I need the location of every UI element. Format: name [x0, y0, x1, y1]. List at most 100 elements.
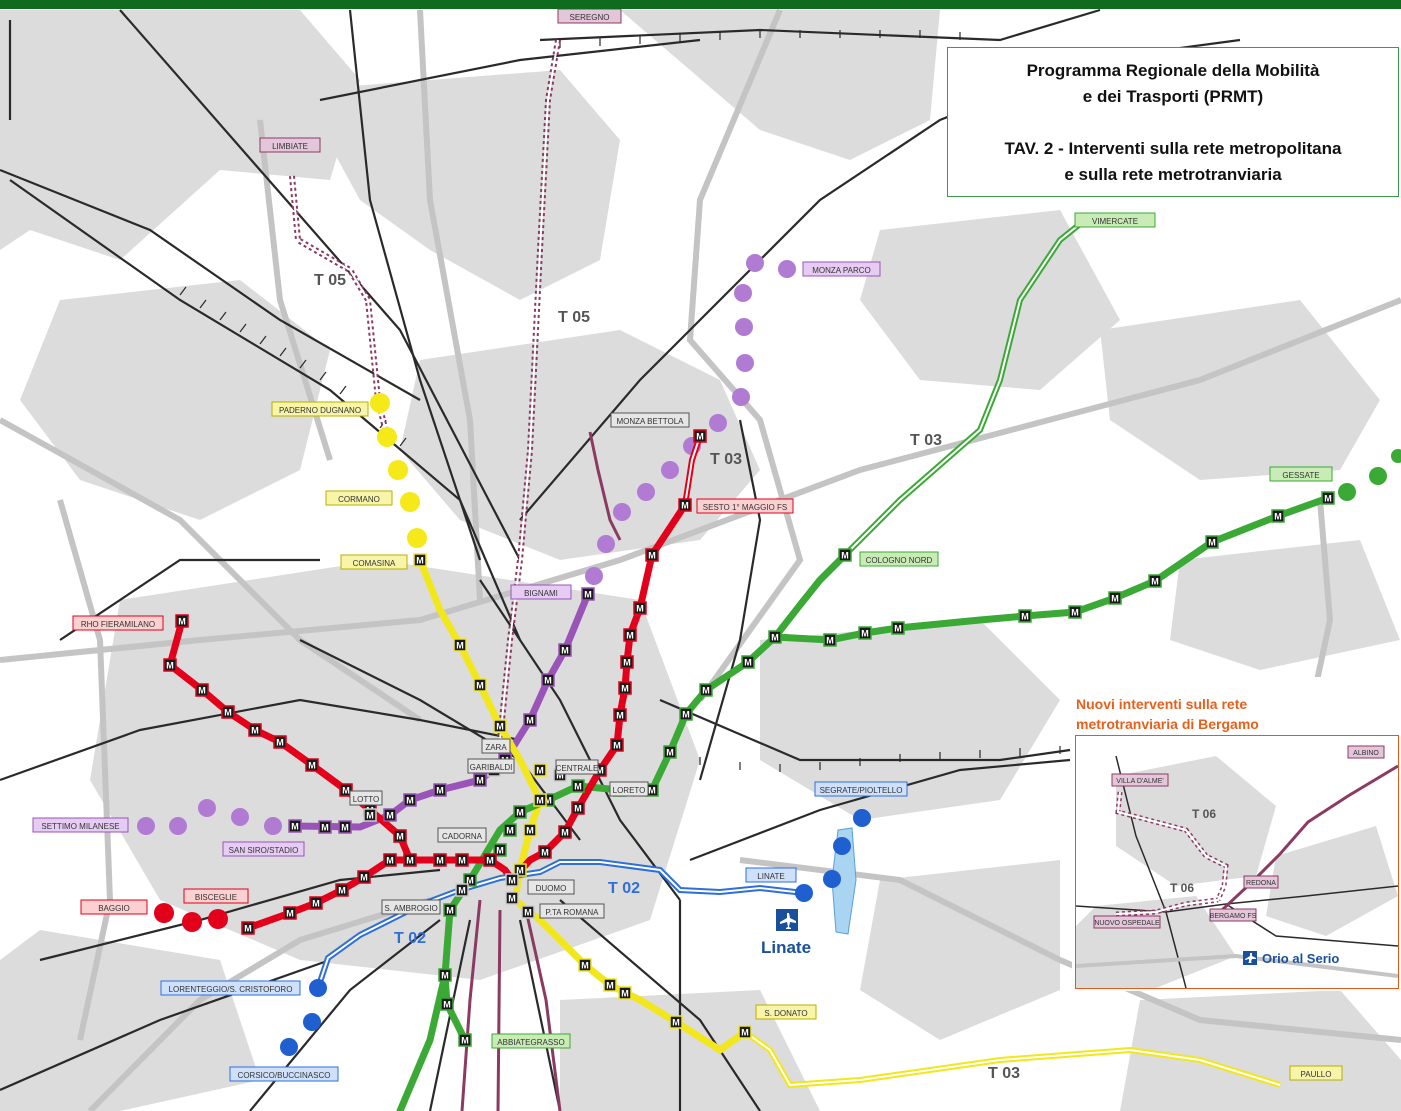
line-m1-planned: [154, 903, 228, 932]
metro-marker-m2-21: [503, 823, 517, 837]
metro-marker-m3-9: [603, 978, 617, 992]
metro-marker-symbol-m1-12: M: [458, 856, 466, 866]
metro-marker-m1-21: [645, 548, 659, 562]
metro-marker-symbol-m1-9: M: [396, 832, 404, 842]
metro-marker-symbol-m1-2: M: [198, 686, 206, 696]
metro-marker-symbol-m5-10: M: [321, 823, 329, 833]
metro-marker-hub-0: [505, 873, 519, 887]
label-loreto-text: LORETO: [613, 786, 646, 795]
metro-marker-symbol-m2-21: M: [506, 826, 514, 836]
metro-marker-symbol-m2-16: M: [841, 551, 849, 561]
metro-marker-symbol-m2-10: M: [771, 633, 779, 643]
metro-marker-symbol-hub-2: M: [458, 886, 466, 896]
metro-marker-symbol-m2-24: M: [446, 906, 454, 916]
metro-marker-m2-1: [1271, 509, 1285, 523]
metro-marker-symbol-m1-32: M: [696, 432, 704, 442]
label-cadorna: CADORNA: [437, 827, 487, 843]
label-rta-romana-text: P.TA ROMANA: [545, 908, 599, 917]
metro-marker-symbol-m2-23: M: [466, 876, 474, 886]
line-label-t05-b: T 05: [558, 309, 590, 326]
line-label-t02-a: T 02: [608, 880, 640, 897]
metro-marker-symbol-m2-5: M: [1071, 608, 1079, 618]
metro-marker-symbol-m5-5: M: [476, 776, 484, 786]
metro-marker-m1-25: [618, 681, 632, 695]
metro-marker-symbol-m1-16: M: [312, 899, 320, 909]
metro-marker-symbol-m1-15: M: [286, 909, 294, 919]
metro-marker-symbol-m1-17: M: [338, 886, 346, 896]
label-san-siro-text: SAN SIRO/STADIO: [229, 846, 299, 855]
metro-marker-m5-6: [433, 783, 447, 797]
metro-marker-m1-19: [383, 853, 397, 867]
metro-marker-symbol-hub-1: M: [508, 894, 516, 904]
label-vimercate: VIMERCATE: [1074, 212, 1156, 228]
metro-marker-symbol-m2-27: M: [461, 1036, 469, 1046]
metro-marker-symbol-m1-22: M: [636, 604, 644, 614]
label-cormano: CORMANO: [325, 490, 393, 506]
metro-marker-m1-24: [620, 655, 634, 669]
metro-marker-symbol-m2-18: M: [574, 782, 582, 792]
line-m3-planned: [370, 393, 427, 548]
metro-marker-hub-1: [505, 891, 519, 905]
label-comasina-text: COMASINA: [353, 559, 396, 568]
title-line-3: TAV. 2 - Interventi sulla rete metropoli…: [1004, 139, 1342, 158]
label-comasina: COMASINA: [340, 554, 408, 570]
label-garibaldi: GARIBALDI: [467, 758, 515, 774]
metro-marker-m3-4: [533, 763, 547, 777]
label-linate-stop-text: LINATE: [757, 872, 784, 881]
inset-title-line-1: Nuovi interventi sulla rete: [1076, 696, 1248, 712]
metro-marker-symbol-m5-3: M: [526, 716, 534, 726]
metro-marker-symbol-m1-5: M: [276, 738, 284, 748]
label-sesto: SESTO 1° MAGGIO FS: [696, 498, 794, 514]
inset-label-t06-b: T 06: [1170, 881, 1194, 895]
metro-marker-m3-12: [738, 1025, 752, 1039]
metro-marker-symbol-m5-0: M: [584, 590, 592, 600]
metro-marker-m1-9: [393, 829, 407, 843]
metro-marker-symbol-m1-21: M: [648, 551, 656, 561]
metro-marker-symbol-m1-14: M: [244, 924, 252, 934]
metro-marker-m3-2: [473, 678, 487, 692]
label-seregno: SEREGNO: [557, 8, 622, 24]
metro-marker-symbol-m2-6: M: [1021, 612, 1029, 622]
metro-marker-symbol-m2-8: M: [861, 629, 869, 639]
label-san-siro: SAN SIRO/STADIO: [222, 841, 305, 857]
metro-marker-symbol-m2-2: M: [1208, 538, 1216, 548]
metro-marker-symbol-m1-11: M: [436, 856, 444, 866]
metro-marker-m2-6: [1018, 609, 1032, 623]
metro-marker-m1-2: [195, 683, 209, 697]
inset-label-bergamo-fs: BERGAMO FS: [1210, 913, 1257, 920]
metro-marker-symbol-m1-25: M: [621, 684, 629, 694]
inset-label-albino: ALBINO: [1353, 750, 1379, 757]
label-linate-stop: LINATE: [745, 867, 797, 883]
metro-marker-m2-13: [679, 707, 693, 721]
metro-marker-symbol-m1-29: M: [574, 804, 582, 814]
label-limbiate-text: LIMBIATE: [272, 142, 308, 151]
metro-marker-m2-5: [1068, 605, 1082, 619]
metro-marker-symbol-m2-13: M: [682, 710, 690, 720]
metro-marker-symbol-m1-4: M: [251, 726, 259, 736]
metro-marker-m1-1: [163, 658, 177, 672]
metro-marker-symbol-m3-11: M: [672, 1018, 680, 1028]
line-label-t03-a: T 03: [910, 432, 942, 449]
label-loreto: LORETO: [609, 781, 649, 797]
metro-marker-m5-11: [288, 819, 302, 833]
metro-marker-symbol-m2-12: M: [702, 686, 710, 696]
inset-label-villa-dalme: VILLA D'ALME': [1116, 778, 1163, 785]
metro-marker-m1-15: [283, 906, 297, 920]
label-bignami-text: BIGNAMI: [524, 589, 558, 598]
metro-marker-symbol-m5-9: M: [341, 823, 349, 833]
line-m4: [315, 859, 805, 989]
metro-marker-hub-7: [521, 905, 535, 919]
metro-marker-m3-7: [513, 863, 527, 877]
label-monza-bettola: MONZA BETTOLA: [610, 412, 690, 428]
label-monza-bettola-text: MONZA BETTOLA: [617, 417, 685, 426]
label-duomo: DUOMO: [527, 879, 575, 895]
title-line-4: e sulla rete metrotranviaria: [1064, 165, 1282, 184]
metro-marker-m5-1: [558, 643, 572, 657]
label-lotto: LOTTO: [349, 790, 383, 806]
metro-marker-m1-29: [571, 801, 585, 815]
metro-marker-symbol-m3-0: M: [416, 556, 424, 566]
metro-marker-m1-14: [241, 921, 255, 935]
metro-marker-symbol-m3-3: M: [496, 722, 504, 732]
